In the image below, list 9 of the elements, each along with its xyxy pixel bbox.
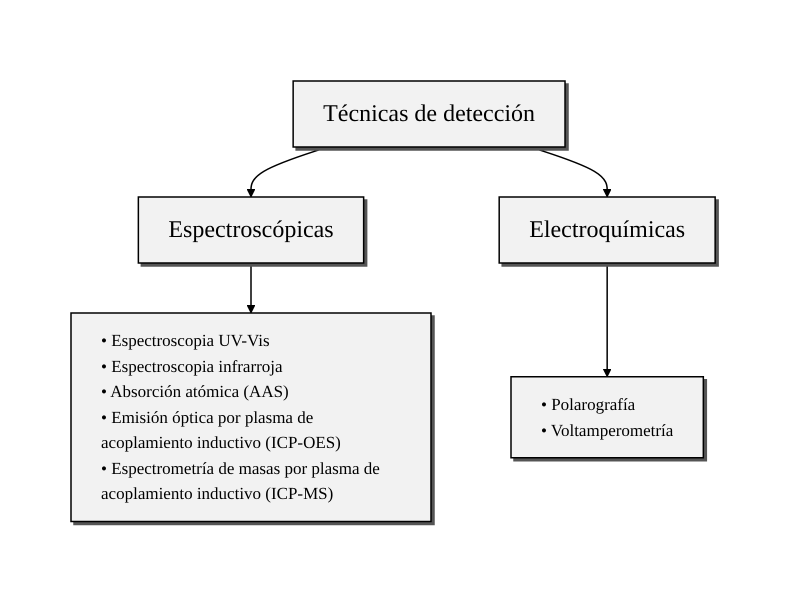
node-box: • Espectroscopia UV-Vis • Espectroscopia infrarroja • Absorción atómica (AAS) • Emisión óptica por plasma de acoplamiento inductivo (ICP-OES) • Espectrometría de masas por plasma de acoplamiento inductivo (ICP-MS)	[70, 312, 432, 522]
arrow	[530, 146, 612, 198]
arrow	[246, 263, 256, 314]
node-box: • Polarografía • Voltamperometría	[510, 376, 704, 459]
arrow	[602, 263, 612, 378]
node-box: Electroquímicas	[498, 196, 716, 264]
arrow	[246, 146, 328, 198]
node-box: Espectroscópicas	[138, 196, 364, 264]
node-box: Técnicas de detección	[292, 80, 566, 148]
